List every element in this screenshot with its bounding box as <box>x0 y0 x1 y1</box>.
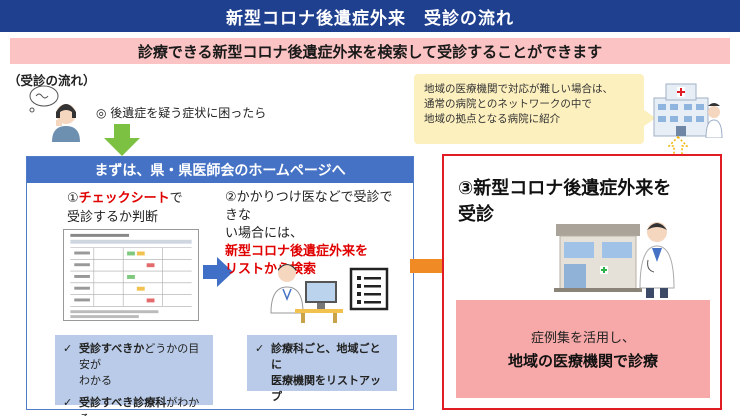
benefit-item: ✓ 受診すべき診療科がわかる <box>63 395 205 416</box>
list-benefit-line2: 医療機関をリストアップ <box>271 374 381 403</box>
doctor-icon <box>639 222 675 298</box>
clinic-treatment-box: 症例集を活用し、 地域の医療機関で診療 <box>456 300 710 398</box>
green-down-arrow-icon <box>104 124 140 156</box>
referral-callout: 地域の医療機関で対応が難しい場合は、 通常の病院とのネットワークの中で 地域の拠… <box>414 74 656 144</box>
step2-text: ②かかりつけ医などで受診できな い場合には、 新型コロナ後遺症外来を リストから… <box>225 189 405 279</box>
worried-person-icon <box>29 85 80 142</box>
search-highlight-line1: 新型コロナ後遺症外来を <box>225 244 369 259</box>
hospital-icon <box>653 83 723 138</box>
list-document-icon <box>349 267 389 311</box>
clinic-panel: ③新型コロナ後遺症外来を 受診 症例集を活用し、 地域の医療機関で診療 <box>442 154 722 410</box>
benefit-rest: どうかの目安が <box>79 342 200 371</box>
check-icon: ✓ <box>255 342 265 355</box>
callout-line: 地域の医療機関で対応が難しい場合は、 <box>424 83 613 95</box>
checksheet-benefits-box: ✓ 受診すべきかどうかの目安が わかる ✓ 受診すべき診療科がわかる <box>55 335 213 416</box>
step1-suffix: で <box>169 191 183 206</box>
benefit-item: ✓ 診療科ごと、地域ごとに 医療機関をリストアップ <box>255 341 389 405</box>
treatment-line2: 地域の医療機関で診療 <box>507 352 658 370</box>
benefit-line2: わかる <box>79 374 112 387</box>
dotted-up-arrow-icon <box>668 136 688 156</box>
step1-text: ①チェックシートで 受診するか判断 <box>67 189 183 227</box>
step1-number: ① <box>67 191 79 206</box>
callout-line: 通常の病院とのネットワークの中で <box>424 98 592 110</box>
checksheet-highlight: チェックシート <box>78 191 170 206</box>
callout-line: 地域の拠点となる病院に紹介 <box>424 113 561 125</box>
page-title: 新型コロナ後遺症外来 受診の流れ <box>0 0 740 32</box>
step2-line1: ②かかりつけ医などで受診できな <box>225 190 393 223</box>
blue-right-arrow-icon <box>203 257 233 287</box>
doctor-computer-icon <box>270 264 343 323</box>
check-icon: ✓ <box>63 396 73 409</box>
benefit-bold: 受診すべき診療科 <box>79 396 167 409</box>
treatment-line1: 症例集を活用し、 <box>530 331 635 346</box>
benefit-item: ✓ 受診すべきかどうかの目安が わかる <box>63 341 205 389</box>
clinic-panel-title: ③新型コロナ後遺症外来を 受診 <box>458 176 671 228</box>
page-subtitle: 診療できる新型コロナ後遺症外来を検索して受診することができます <box>10 38 730 64</box>
clinic-title-line1: ③新型コロナ後遺症外来を <box>458 178 672 199</box>
list-benefits-box: ✓ 診療科ごと、地域ごとに 医療機関をリストアップ <box>247 335 397 403</box>
homepage-panel-header: まずは、県・県医師会のホームページへ <box>27 157 413 183</box>
benefit-bold: 受診すべきか <box>79 342 145 355</box>
checksheet-document-image <box>63 229 199 321</box>
list-benefit-line1: 診療科ごと、地域ごとに <box>271 342 381 371</box>
homepage-panel: まずは、県・県医師会のホームページへ ①チェックシートで 受診するか判断 <box>26 156 414 416</box>
flow-label: （受診の流れ） <box>8 73 96 88</box>
step1-line2: 受診するか判断 <box>67 210 159 225</box>
step2-line2: い場合には、 <box>225 226 304 241</box>
symptom-text: ◎ 後遺症を疑う症状に困ったら <box>96 106 267 120</box>
clinic-building-icon <box>554 224 642 292</box>
check-icon: ✓ <box>63 342 73 355</box>
clinic-title-line2: 受診 <box>458 204 494 225</box>
